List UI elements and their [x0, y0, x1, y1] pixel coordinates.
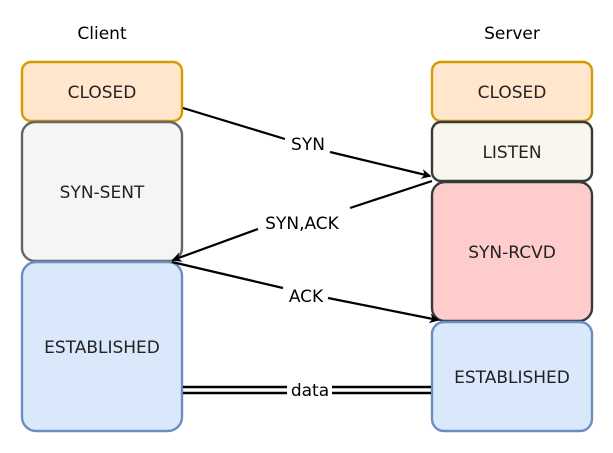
server-established-box — [430, 320, 594, 433]
data-label: data — [291, 381, 329, 401]
syn-ack-arrow-head-seg — [171, 227, 259, 262]
client-state-established: ESTABLISHED — [20, 260, 184, 433]
server-syn-rcvd-label: SYN-RCVD — [468, 243, 556, 263]
client-state-syn-sent: SYN-SENT — [20, 120, 184, 263]
server-closed-label: CLOSED — [478, 83, 547, 103]
server-state-syn-rcvd: SYN-RCVD — [430, 180, 594, 323]
message-ack: ACK — [171, 260, 440, 324]
server-listen-label: LISTEN — [482, 143, 541, 163]
syn-ack-arrow — [349, 179, 433, 210]
syn-arrow — [182, 106, 286, 141]
ack-arrow-tail — [327, 296, 440, 324]
server-state-listen: LISTEN — [430, 120, 594, 183]
server-established-label: ESTABLISHED — [454, 368, 570, 388]
syn-ack-label: SYN,ACK — [265, 214, 339, 234]
syn-label: SYN — [291, 135, 325, 155]
client-column-title: Client — [77, 24, 127, 44]
ack-label: ACK — [289, 287, 324, 307]
server-column-title: Server — [484, 24, 540, 44]
client-closed-label: CLOSED — [68, 83, 137, 103]
client-state-closed: CLOSED — [20, 60, 184, 123]
message-syn-ack: SYN,ACK — [171, 179, 433, 262]
client-established-box — [20, 260, 184, 433]
ack-arrow — [171, 260, 284, 290]
client-syn-sent-label: SYN-SENT — [60, 183, 145, 203]
client-established-label: ESTABLISHED — [44, 338, 160, 358]
syn-arrow-tail — [329, 150, 432, 179]
data-link: data — [183, 381, 431, 401]
server-state-established: ESTABLISHED — [430, 320, 594, 433]
message-syn: SYN — [182, 106, 432, 179]
server-state-closed: CLOSED — [430, 60, 594, 123]
